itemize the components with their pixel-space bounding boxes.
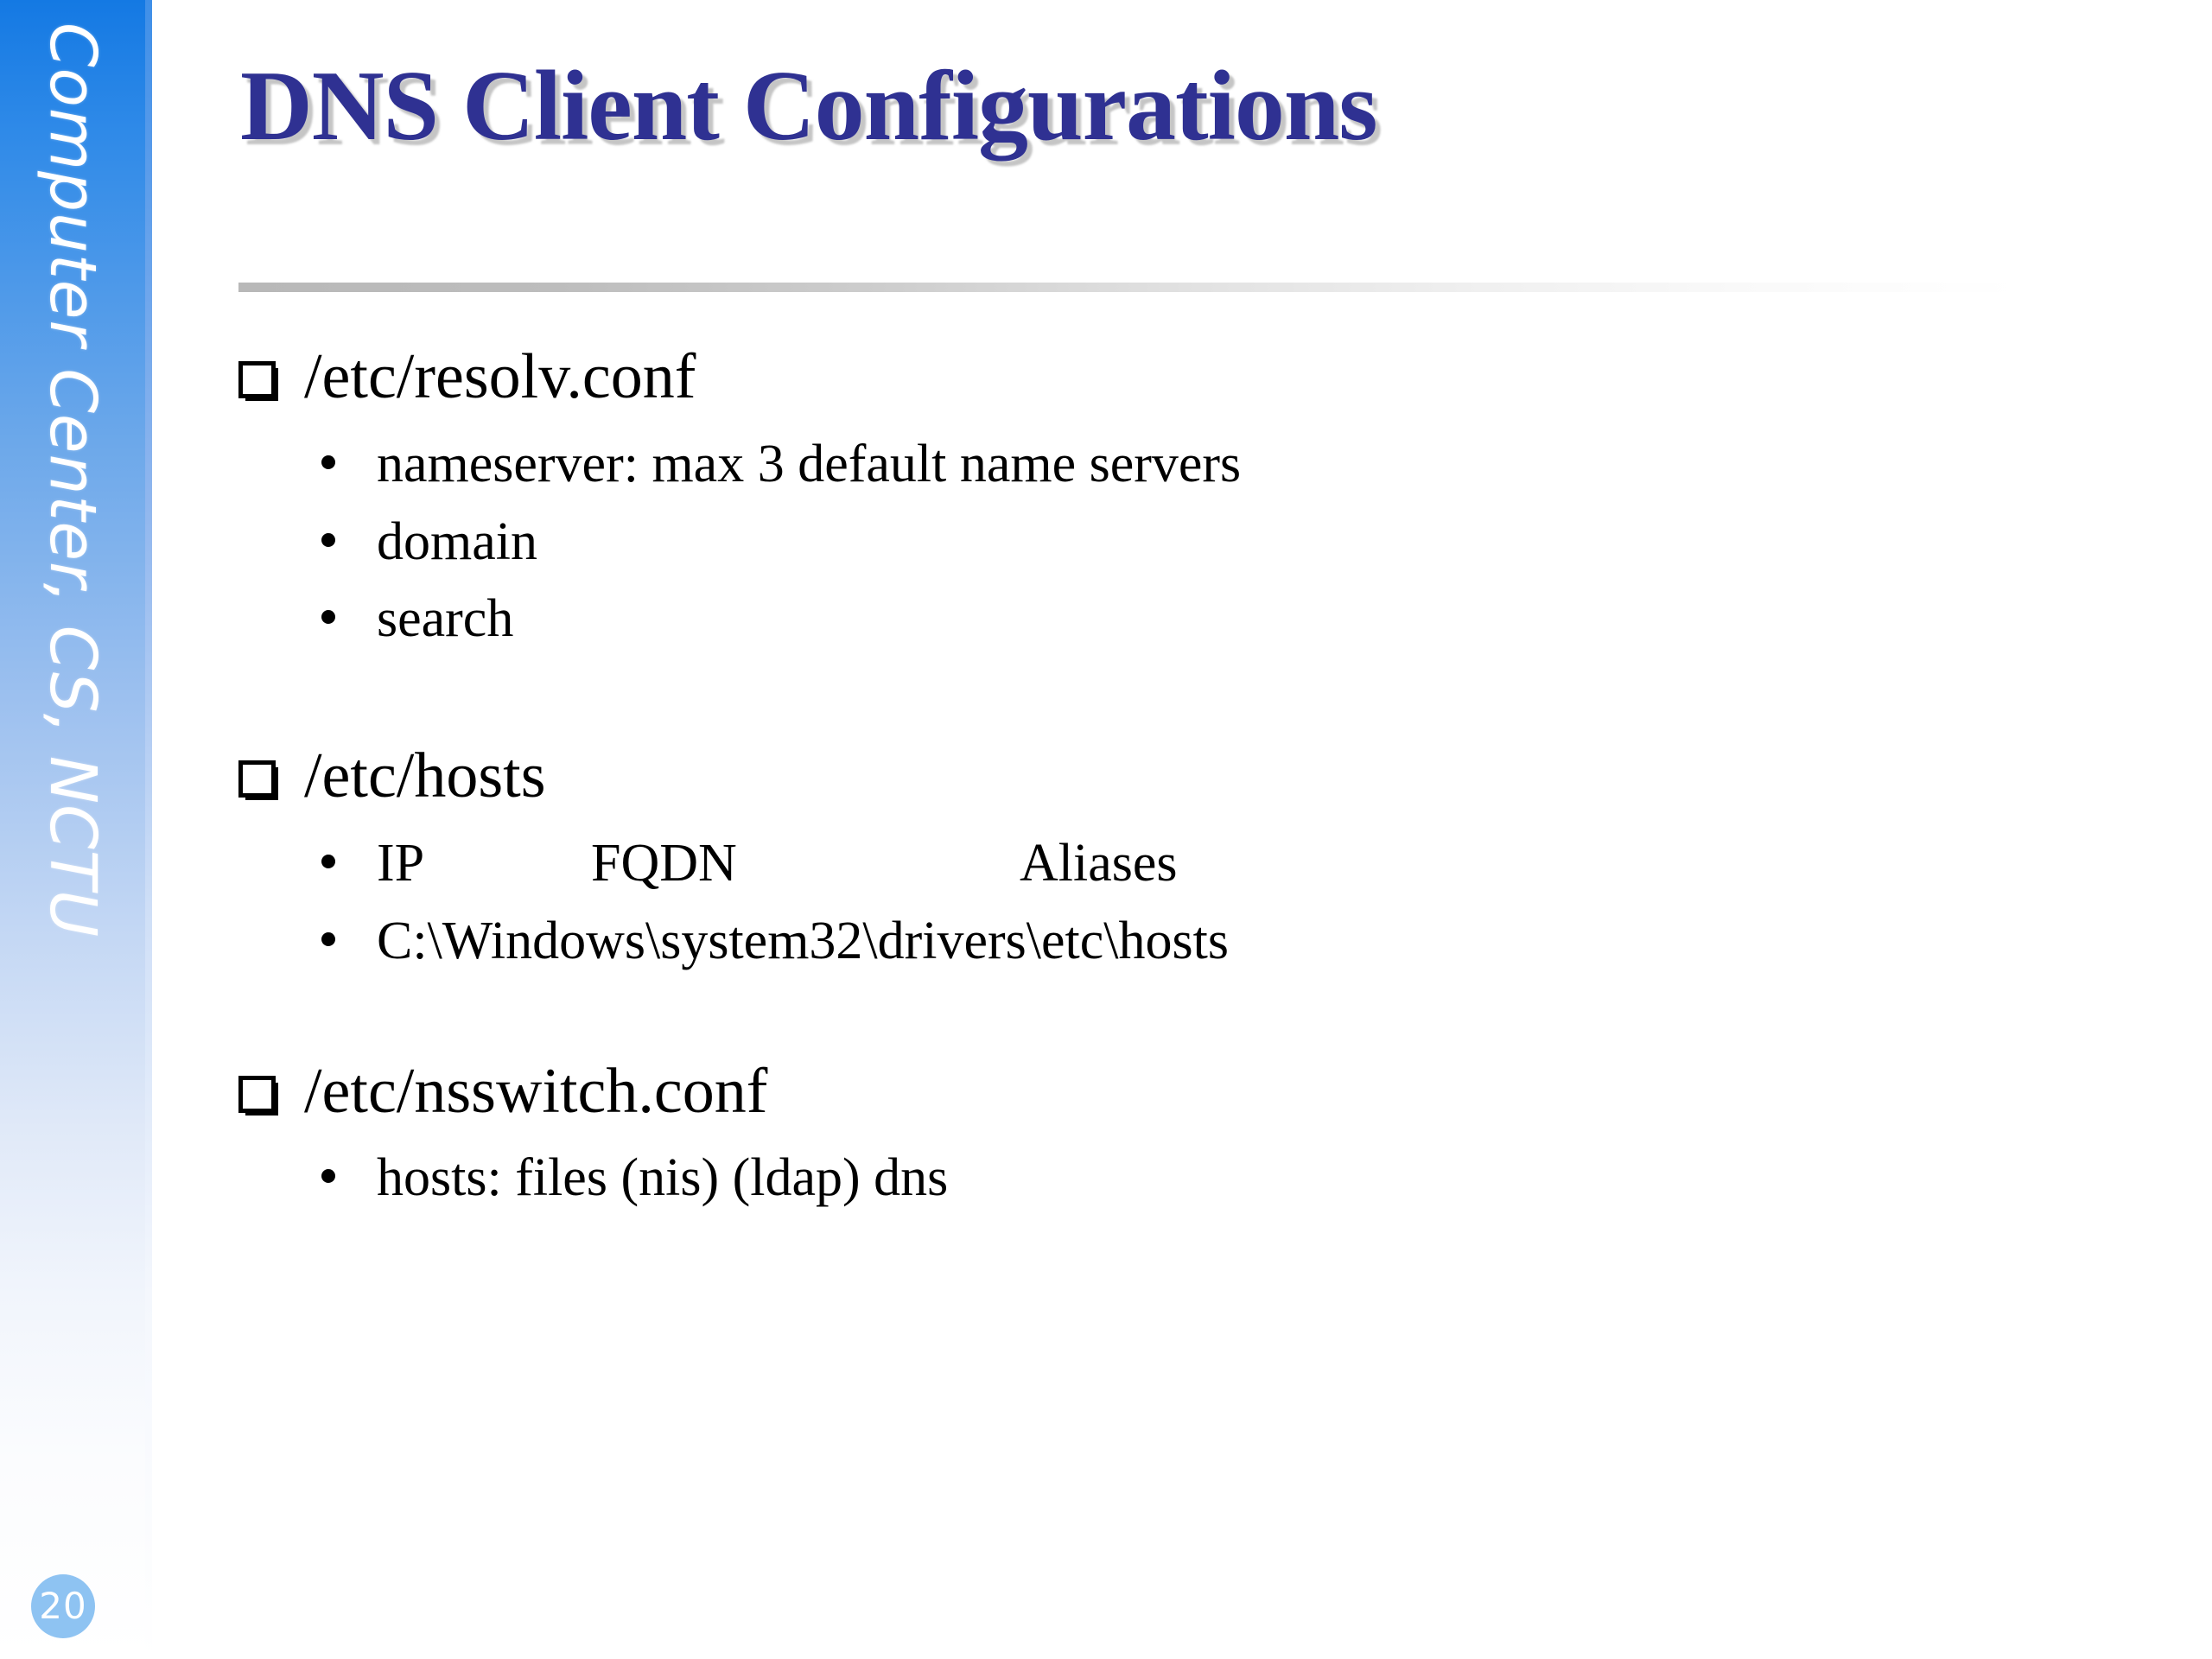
list-item: nameserver: max 3 default name servers xyxy=(238,434,2122,493)
section-spacer xyxy=(238,669,2122,743)
section-spacer xyxy=(238,991,2122,1058)
slide-body: /etc/resolv.conf nameserver: max 3 defau… xyxy=(238,344,2122,1228)
square-bullet-icon xyxy=(238,1075,278,1116)
content-section-nsswitch-conf: /etc/nsswitch.conf hosts: files (nis) (l… xyxy=(238,1058,2122,1208)
dot-bullet-icon xyxy=(321,532,335,547)
title-divider-rule xyxy=(238,283,2018,292)
page-number-badge: 20 xyxy=(31,1574,95,1638)
section-heading: /etc/hosts xyxy=(238,743,2122,810)
sidebar-branding-bar xyxy=(0,0,152,1659)
dot-bullet-icon xyxy=(321,610,335,625)
list-item: IP FQDN Aliases xyxy=(238,834,2122,893)
list-item-label: hosts: files (nis) (ldap) dns xyxy=(377,1148,949,1208)
section-heading-label: /etc/nsswitch.conf xyxy=(304,1055,768,1127)
section-heading-label: /etc/hosts xyxy=(304,741,546,812)
page-number-text: 20 xyxy=(39,1585,87,1627)
slide-title: DNS Client Configurations xyxy=(240,51,1378,162)
section-heading: /etc/nsswitch.conf xyxy=(238,1058,2122,1125)
dot-bullet-icon xyxy=(321,931,335,946)
list-item-label: domain xyxy=(377,512,537,571)
sidebar-right-edge xyxy=(145,0,152,1659)
list-item: C:\Windows\system32\drivers\etc\hosts xyxy=(238,911,2122,970)
dot-bullet-icon xyxy=(321,1169,335,1184)
list-item: domain xyxy=(238,512,2122,571)
list-item-label: C:\Windows\system32\drivers\etc\hosts xyxy=(377,911,1230,970)
square-bullet-icon xyxy=(238,361,278,401)
list-item-label: nameserver: max 3 default name servers xyxy=(377,434,1242,493)
section-heading-label: /etc/resolv.conf xyxy=(304,341,696,412)
square-bullet-icon xyxy=(238,760,278,801)
list-item: search xyxy=(238,591,2122,648)
section-heading: /etc/resolv.conf xyxy=(238,344,2122,410)
content-section-resolv-conf: /etc/resolv.conf nameserver: max 3 defau… xyxy=(238,344,2122,648)
list-item: hosts: files (nis) (ldap) dns xyxy=(238,1150,2122,1207)
dot-bullet-icon xyxy=(321,454,335,469)
content-section-hosts: /etc/hosts IP FQDN Aliases C:\Windows\sy… xyxy=(238,743,2122,969)
dot-bullet-icon xyxy=(321,855,335,869)
list-item-label: search xyxy=(377,589,514,649)
list-item-label: IP FQDN Aliases xyxy=(377,834,1178,893)
